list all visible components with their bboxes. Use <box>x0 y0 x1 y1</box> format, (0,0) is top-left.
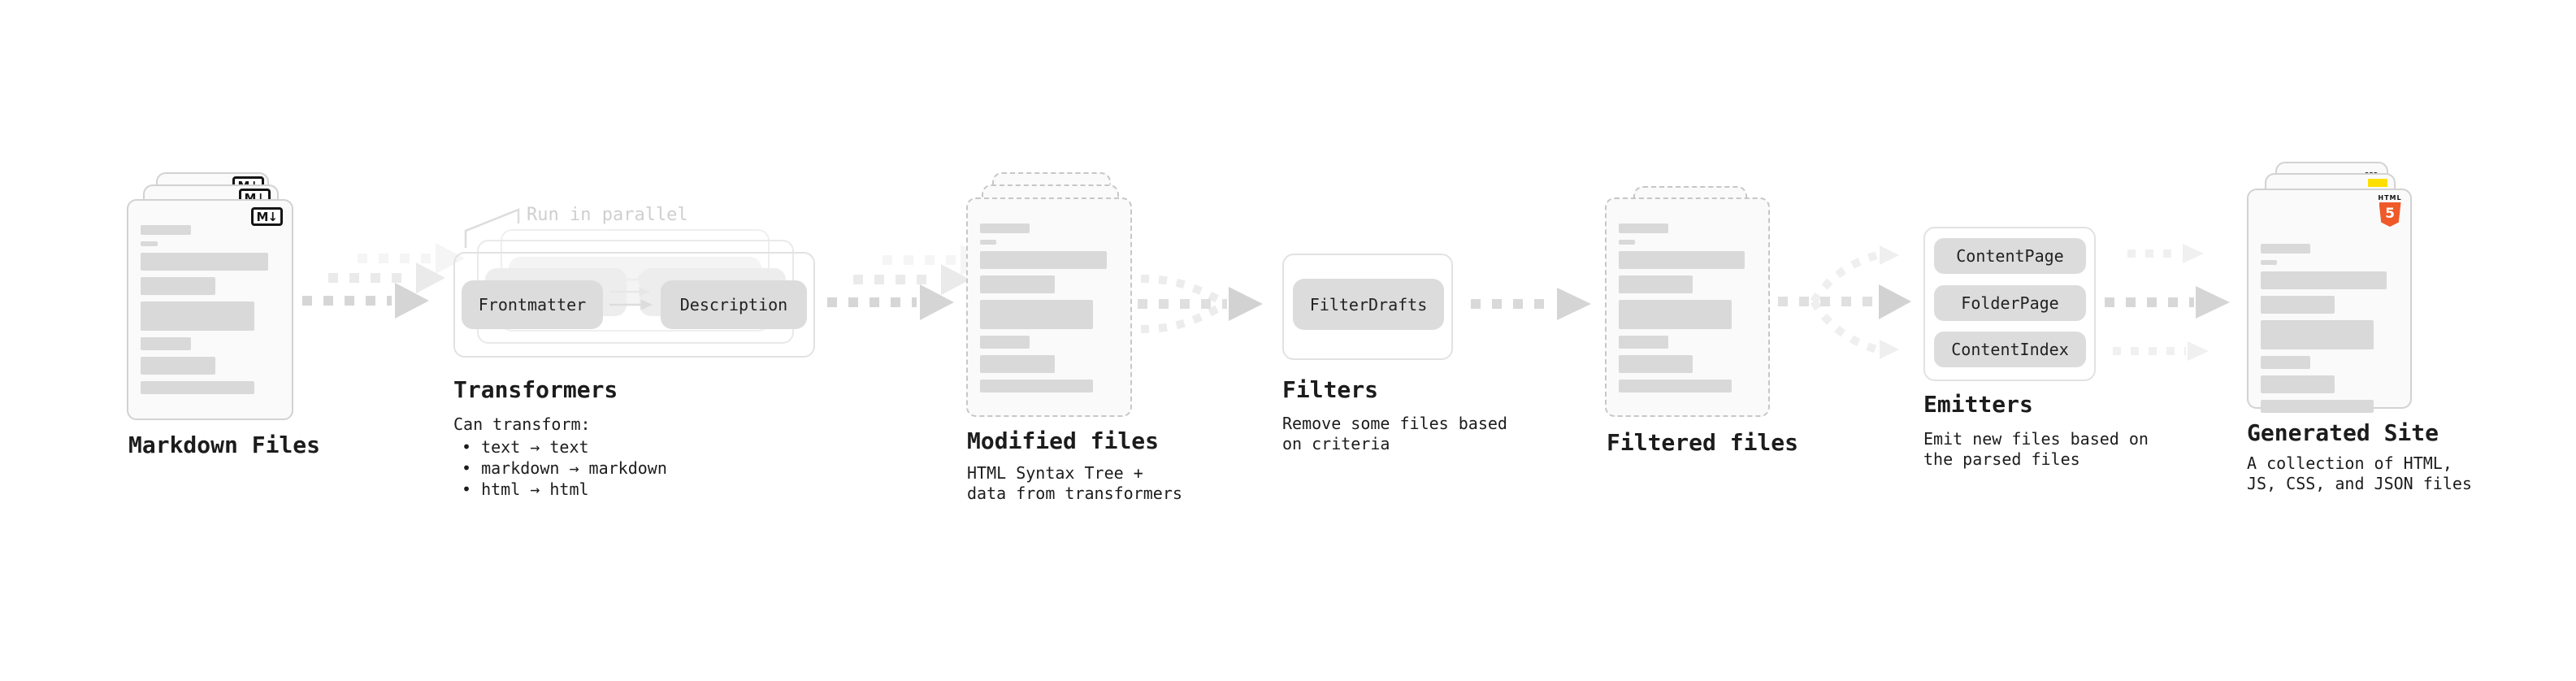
arrow-markdown-to-transformers <box>302 243 465 319</box>
html5-icon: HTML 5 <box>2376 194 2404 227</box>
transform-item: text → text <box>462 436 667 458</box>
pill-filterdrafts: FilterDrafts <box>1293 279 1444 330</box>
stage-description: HTML Syntax Tree + data from transformer… <box>967 463 1182 503</box>
file-card: HTML 5 <box>2247 189 2412 413</box>
stage-label: Transformers <box>453 376 618 403</box>
html5-icon-shield: 5 <box>2379 202 2401 227</box>
arrow-filters-to-filtered <box>1471 288 1591 320</box>
js-icon <box>2368 179 2387 187</box>
stage-label: Filters <box>1282 376 1379 403</box>
arrow-transformers-to-modified <box>827 245 990 320</box>
pill-folderpage: FolderPage <box>1934 285 2086 321</box>
pill-contentpage: ContentPage <box>1934 238 2086 274</box>
stage-label: Emitters <box>1923 391 2033 418</box>
pill-description: Description <box>661 280 807 329</box>
transform-item: markdown → markdown <box>462 458 667 479</box>
arrow-modified-to-filters <box>1138 275 1263 333</box>
stage-label: Markdown Files <box>128 432 321 458</box>
arrow-emitters-to-site <box>2105 244 2230 361</box>
stage-description: Remove some files based on criteria <box>1282 414 1507 453</box>
run-in-parallel-note: Run in parallel <box>527 205 688 225</box>
document-content-bars <box>2261 244 2398 419</box>
markdown-icon: M↓ <box>250 207 283 226</box>
pill-frontmatter: Frontmatter <box>462 280 603 329</box>
arrow-filtered-to-emitters <box>1778 245 1911 359</box>
pill-contentindex: ContentIndex <box>1934 332 2086 367</box>
transformer-group-box <box>453 252 815 358</box>
stage-label: Generated Site <box>2247 419 2439 446</box>
document-content-bars <box>1619 223 1756 399</box>
pill-connector-arrows <box>609 275 653 310</box>
annotation-leader-line <box>464 208 520 248</box>
file-card <box>1605 197 1770 417</box>
stage-subtitle: Can transform: <box>453 414 591 434</box>
file-card <box>966 197 1132 417</box>
file-card: M↓ <box>127 199 293 420</box>
stage-label: Filtered files <box>1607 429 1799 456</box>
stage-description: A collection of HTML, JS, CSS, and JSON … <box>2247 453 2472 493</box>
html5-icon-label: HTML <box>2378 194 2402 202</box>
stage-label: Modified files <box>967 427 1160 454</box>
document-content-bars <box>141 225 280 401</box>
stage-description: Emit new files based on the parsed files <box>1923 429 2149 469</box>
transform-list: text → text markdown → markdown html → h… <box>453 436 667 500</box>
transform-item: html → html <box>462 479 667 500</box>
document-content-bars <box>980 223 1118 399</box>
